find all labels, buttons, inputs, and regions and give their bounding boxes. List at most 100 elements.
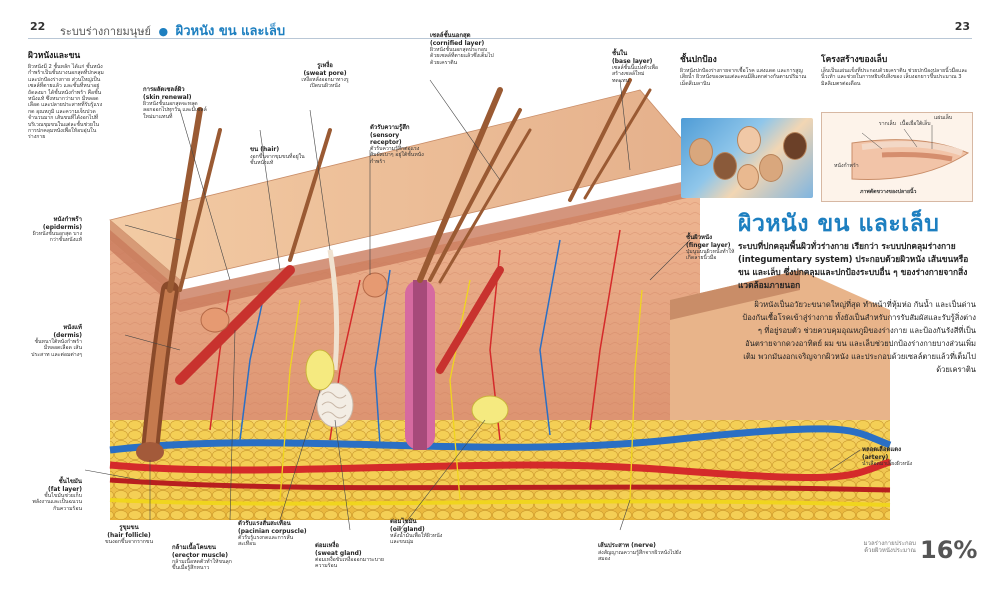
label-hair-follicle-text: ขนงอกขึ้นจากรากขน [105, 539, 153, 545]
left-page-number: 22 [30, 20, 46, 33]
label-oil-gland-text: หลั่งน้ำมันเพื่อให้ผิวหนังและขนนุ่ม [390, 533, 443, 546]
label-oil-gland: ต่อมไขมัน (oil gland) หลั่งน้ำมันเพื่อให… [390, 516, 446, 546]
label-artery-sub: (artery) [862, 454, 889, 461]
right-page-number: 23 [954, 20, 970, 33]
label-sweat-pore: รูเหงื่อ (sweat pore) เหงื่อหลั่งออกมาทา… [300, 60, 350, 90]
label-base-layer-sub: (base layer) [612, 58, 653, 65]
label-nerve: เส้นประสาท (nerve) ส่งสัญญาณความรู้สึกจา… [598, 540, 684, 563]
main-lead: ระบบที่ปกคลุมพื้นผิวทั่วร่างกาย เรียกว่า… [738, 241, 969, 290]
hair-follicle-left [136, 107, 222, 462]
nail-text: เล็บเป็นแผ่นแข็งที่ประกอบด้วยเคราติน ช่ว… [821, 68, 968, 87]
label-sweat-gland: ต่อมเหงื่อ (sweat gland) ต่อมเหงื่อขับเห… [315, 540, 385, 570]
label-erector-text: กล้ามเนื้อหดตัวทำให้ขนลุกขึ้นเมื่อรู้สึก… [172, 559, 232, 572]
protection-title: ชั้นปกป้อง [680, 55, 717, 65]
label-finger-title: ชั้นผิวหนัง [686, 234, 713, 241]
label-nerve-title: เส้นประสาท (nerve) [598, 542, 656, 549]
label-hair-title: ขน (hair) [250, 146, 280, 153]
nail-label-bed: เนื้อเยื่อใต้เล็บ [900, 121, 931, 127]
label-dermis-text: ชั้นหนาใต้หนังกำพร้า มีหลอดเลือด เส้นประ… [31, 339, 82, 358]
label-base-layer: ชั้นใน (base layer) เซลล์ชั้นนี้แบ่งตัวเ… [612, 48, 660, 84]
label-hair-follicle-sub: (hair follicle) [107, 532, 151, 539]
label-hair-follicle-title: รูขุมขน [119, 524, 139, 531]
label-cornified-layer: เซลล์ชั้นนอกสุด (cornified layer) ผิวหนั… [430, 30, 496, 66]
label-artery-text: นำเลือดมาเลี้ยงผิวหนัง [862, 461, 913, 467]
label-finger-sub: (finger layer) [686, 242, 731, 249]
label-oil-gland-sub: (oil gland) [390, 526, 425, 533]
label-hair-follicle: รูขุมขน (hair follicle) ขนงอกขึ้นจากรากข… [105, 522, 153, 545]
label-pacinian-text: ตัวรับรู้แรงกดและการสั่นสะเทือน [238, 535, 294, 548]
label-finger-text: ปุ่มนูนบนผิวหนังทำให้เกิดลายนิ้วมือ [686, 249, 735, 262]
label-sweat-gland-title: ต่อมเหงื่อ [315, 542, 339, 549]
label-erector-sub: (erector muscle) [172, 552, 228, 559]
protection-photo [681, 118, 813, 198]
label-nerve-text: ส่งสัญญาณความรู้สึกจากผิวหนังไปยังสมอง [598, 550, 682, 563]
erector-muscle [175, 265, 295, 385]
label-fat-text: ชั้นไขมันช่วยเก็บพลังงานและเป็นฉนวนกันคว… [32, 493, 82, 512]
main-title: ผิวหนัง ขน และเล็บ [738, 211, 940, 237]
nail-diagram: รากเล็บ เนื้อเยื่อใต้เล็บ แผ่นเล็บ หนังก… [821, 112, 973, 202]
label-sensory-title: ตัวรับความรู้สึก [370, 124, 410, 131]
label-sweat-pore-title: รูเหงื่อ [317, 62, 333, 69]
finger-tip-illustration [851, 125, 970, 180]
label-dermis: หนังแท้ (dermis) ชั้นหนาใต้หนังกำพร้า มี… [30, 322, 82, 358]
label-skin-renewal: การผลัดเซลล์ผิว (skin renewal) ผิวหนังชั… [143, 84, 207, 120]
stat-label: มวลร่างกายประกอบด้วยผิวหนังประมาณ [863, 540, 916, 554]
label-sensory-sub: (sensory receptor) [370, 132, 402, 146]
label-erector-muscle: กล้ามเนื้อโคนขน (erector muscle) กล้ามเน… [172, 542, 238, 572]
intro-block: ผิวหนังและขน ผิวหนังมี 2 ชั้นหลัก ได้แก่… [28, 48, 104, 141]
running-head-book: ระบบร่างกายมนุษย์ [60, 25, 151, 38]
nail-title: โครงสร้างของเล็บ [821, 55, 888, 65]
nerve-fiber [109, 498, 891, 507]
label-sweat-gland-sub: (sweat gland) [315, 550, 362, 557]
separator-icon: ● [158, 25, 169, 38]
oil-gland [471, 395, 509, 425]
vein-vessel [109, 425, 892, 454]
protection-box: ชั้นปกป้อง ผิวหนังปกป้องร่างกายจากเชื้อโ… [680, 52, 810, 87]
label-cornified-title: เซลล์ชั้นนอกสุด [430, 32, 471, 39]
header-rule [28, 38, 972, 39]
protection-text: ผิวหนังปกป้องร่างกายจากเชื้อโรค แสงแดด แ… [680, 68, 807, 87]
running-head-section: ผิวหนัง ขน และเล็บ [175, 24, 286, 39]
nail-caption: ภาพตัดขวางของปลายนิ้ว [860, 189, 917, 195]
label-sweat-pore-sub: (sweat pore) [303, 70, 347, 77]
skin-cross-section-illustration [84, 78, 892, 531]
label-finger-layer: ชั้นผิวหนัง (finger layer) ปุ่มนูนบนผิวห… [686, 232, 738, 262]
sweat-gland [316, 249, 354, 428]
label-skin-renewal-text: ผิวหนังชั้นนอกสุดจะหลุดลอกออกไปทุกวัน แล… [143, 101, 207, 120]
erector-muscle-2 [436, 266, 504, 374]
label-pacinian: ตัวรับแรงสั่นสะเทือน (pacinian corpuscle… [238, 518, 308, 548]
label-base-layer-text: เซลล์ชั้นนี้แบ่งตัวเพื่อสร้างเซลล์ใหม่ทด… [612, 65, 659, 84]
label-sweat-pore-text: เหงื่อหลั่งออกมาทางรูเปิดบนผิวหนัง [301, 77, 349, 90]
label-pacinian-title: ตัวรับแรงสั่นสะเทือน [238, 520, 291, 527]
hair-follicle-center [405, 87, 532, 450]
label-artery: หลอดเลือดแดง (artery) นำเลือดมาเลี้ยงผิว… [862, 444, 926, 467]
nail-label-cuticle: หนังกำพร้า [834, 163, 859, 169]
label-dermis-title: หนังแท้ [63, 324, 82, 331]
label-dermis-sub: (dermis) [53, 332, 82, 339]
nail-label-plate: แผ่นเล็บ [934, 115, 953, 121]
label-hair: ขน (hair) งอกขึ้นจากขุมขนที่อยู่ในชั้นหน… [250, 144, 310, 167]
intro-text: ผิวหนังมี 2 ชั้นหลัก ได้แก่ ชั้นหนังกำพร… [28, 64, 104, 141]
label-fat-title: ชั้นไขมัน [58, 478, 82, 485]
label-epidermis-text: ผิวหนังชั้นนอกสุด บางกว่าชั้นหนังแท้ [32, 231, 82, 244]
pacinian-corpuscle [305, 349, 335, 391]
stat-value: 16% [920, 536, 978, 564]
intro-title: ผิวหนังและขน [28, 51, 81, 61]
label-skin-renewal-title: การผลัดเซลล์ผิว [143, 86, 185, 93]
label-base-layer-title: ชั้นใน [612, 50, 628, 57]
label-sensory-receptor: ตัวรับความรู้สึก (sensory receptor) ตัวร… [370, 122, 428, 165]
label-epidermis-title: หนังกำพร้า [53, 216, 82, 223]
label-cornified-sub: (cornified layer) [430, 40, 485, 47]
label-fat-sub: (fat layer) [48, 486, 82, 493]
label-erector-title: กล้ามเนื้อโคนขน [172, 544, 216, 551]
label-skin-renewal-sub: (skin renewal) [143, 94, 192, 101]
label-sensory-text: ตัวรับความรู้สึกต่อแรงสัมผัสเบาๆ อยู่ใต้… [370, 146, 424, 165]
label-oil-gland-title: ต่อมไขมัน [390, 518, 417, 525]
label-fat-layer: ชั้นไขมัน (fat layer) ชั้นไขมันช่วยเก็บพ… [30, 476, 82, 512]
artery-vessel-2 [109, 477, 891, 493]
label-cornified-text: ผิวหนังชั้นนอกสุดประกอบด้วยเซลล์ที่ตายแล… [430, 47, 494, 66]
label-pacinian-sub: (pacinian corpuscle) [238, 528, 307, 535]
artery-vessel [109, 458, 892, 481]
label-epidermis-sub: (epidermis) [42, 224, 82, 231]
nail-label-root: รากเล็บ [878, 121, 896, 127]
